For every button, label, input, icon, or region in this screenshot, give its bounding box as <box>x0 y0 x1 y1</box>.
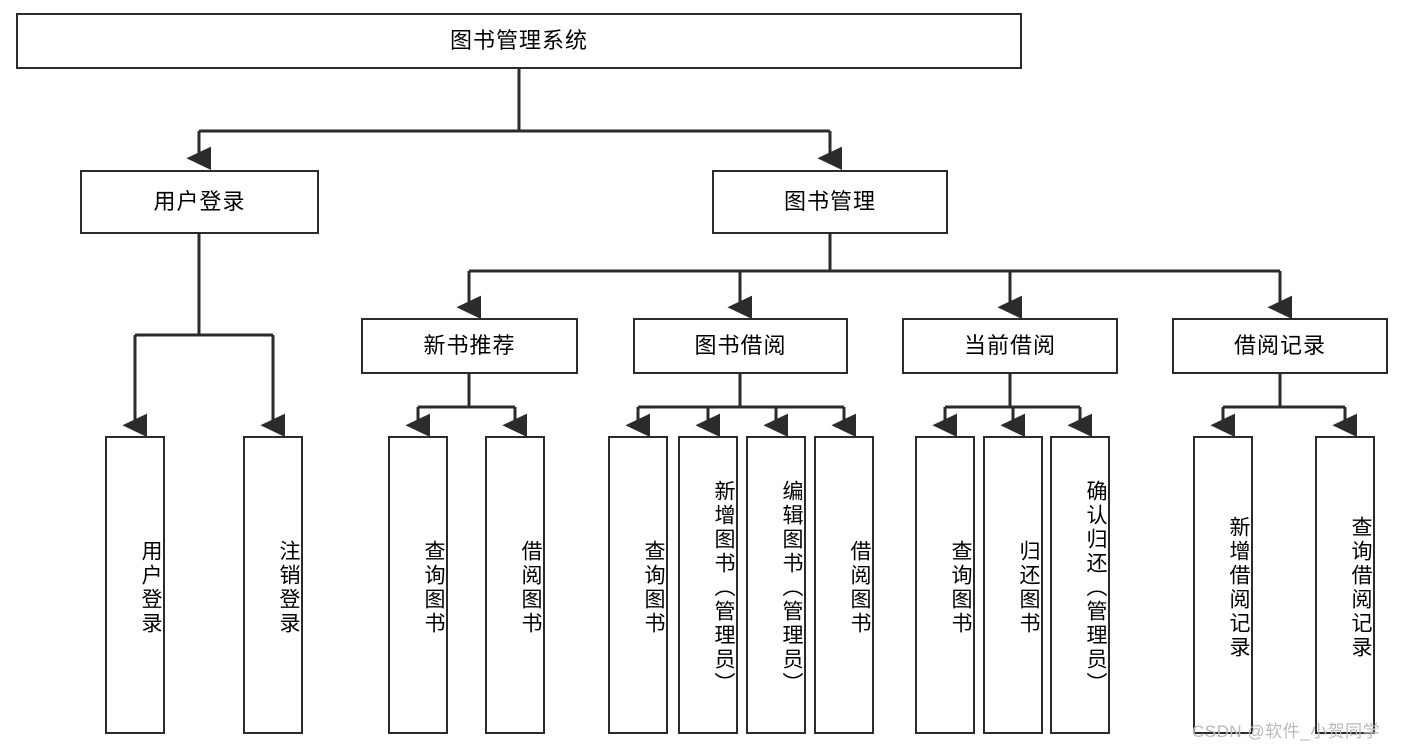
leaf-label: 归还图书 <box>1017 540 1040 636</box>
leaf-label: 用户登录 <box>139 540 162 636</box>
leaf-label: 新增图书（管理员） <box>712 480 735 696</box>
leaf-query-borrow-record[interactable]: 查询借阅记录 <box>1315 436 1375 734</box>
node-user-login[interactable]: 用户登录 <box>80 170 319 234</box>
node-book-borrow[interactable]: 图书借阅 <box>633 318 848 374</box>
leaf-label: 确认归还（管理员） <box>1084 480 1107 696</box>
leaf-add-borrow-record[interactable]: 新增借阅记录 <box>1193 436 1253 734</box>
leaf-label: 借阅图书 <box>848 540 871 636</box>
leaf-label: 新增借阅记录 <box>1227 516 1250 660</box>
node-root[interactable]: 图书管理系统 <box>16 13 1022 69</box>
leaf-confirm-return-admin[interactable]: 确认归还（管理员） <box>1050 436 1110 734</box>
leaf-borrow-book-recommend[interactable]: 借阅图书 <box>485 436 545 734</box>
leaf-label: 借阅图书 <box>519 540 542 636</box>
leaf-query-book-borrow[interactable]: 查询图书 <box>608 436 668 734</box>
leaf-add-book-admin[interactable]: 新增图书（管理员） <box>678 436 738 734</box>
leaf-label: 注销登录 <box>277 540 300 636</box>
leaf-edit-book-admin[interactable]: 编辑图书（管理员） <box>746 436 806 734</box>
node-current-borrow[interactable]: 当前借阅 <box>902 318 1118 374</box>
leaf-query-book-recommend[interactable]: 查询图书 <box>388 436 448 734</box>
leaf-logout-login[interactable]: 注销登录 <box>243 436 303 734</box>
leaf-query-book-current[interactable]: 查询图书 <box>915 436 975 734</box>
node-new-book-recommend[interactable]: 新书推荐 <box>361 318 578 374</box>
leaf-return-book[interactable]: 归还图书 <box>983 436 1043 734</box>
leaf-label: 查询图书 <box>949 540 972 636</box>
node-borrow-record[interactable]: 借阅记录 <box>1172 318 1388 374</box>
node-book-management[interactable]: 图书管理 <box>712 170 948 234</box>
leaf-label: 查询图书 <box>422 540 445 636</box>
csdn-watermark: CSDN @软件_小贺同学 <box>1192 722 1381 741</box>
leaf-label: 查询借阅记录 <box>1349 516 1372 660</box>
leaf-label: 编辑图书（管理员） <box>780 480 803 696</box>
leaf-label: 查询图书 <box>642 540 665 636</box>
leaf-user-login[interactable]: 用户登录 <box>105 436 165 734</box>
leaf-borrow-book[interactable]: 借阅图书 <box>814 436 874 734</box>
